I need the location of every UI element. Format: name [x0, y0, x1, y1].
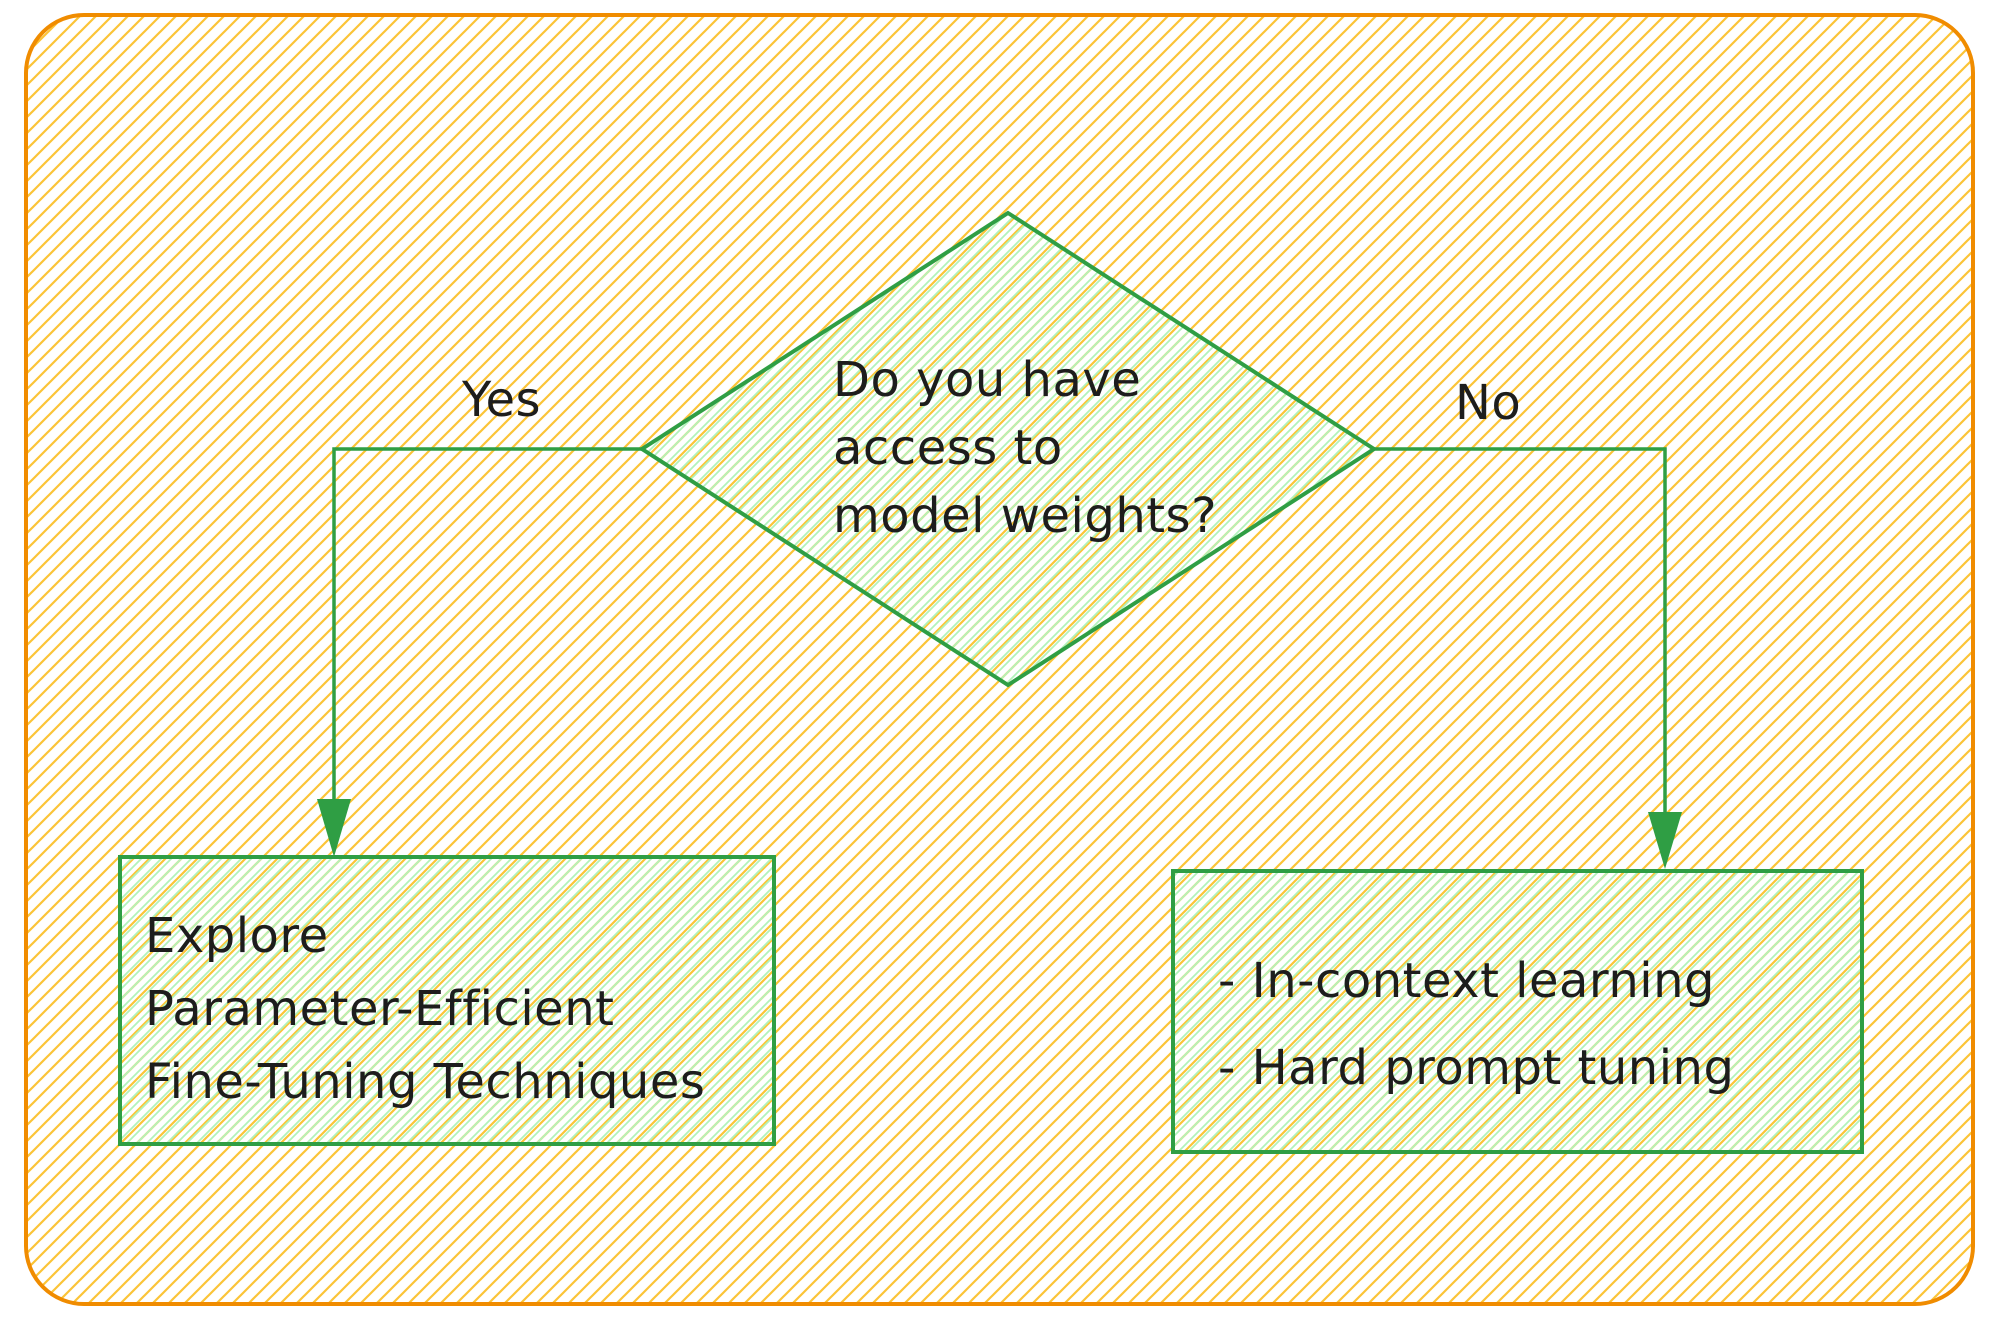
decision-diamond	[638, 210, 1378, 688]
yes-result-text: Explore Parameter-Efficient Fine-Tuning …	[145, 908, 706, 1110]
yes-arrowhead-icon	[317, 799, 351, 857]
right-result-box	[1171, 869, 1864, 1154]
yes-branch-label: Yes	[462, 372, 541, 428]
no-result-text: - In-context learning - Hard prompt tuni…	[1218, 953, 1735, 1096]
no-connector	[1374, 447, 1667, 814]
no-arrowhead-icon	[1648, 812, 1682, 869]
no-branch-label: No	[1455, 375, 1522, 431]
decision-question: Do you have access to model weights?	[833, 352, 1218, 544]
yes-connector	[332, 447, 642, 801]
left-result-box	[118, 855, 776, 1146]
